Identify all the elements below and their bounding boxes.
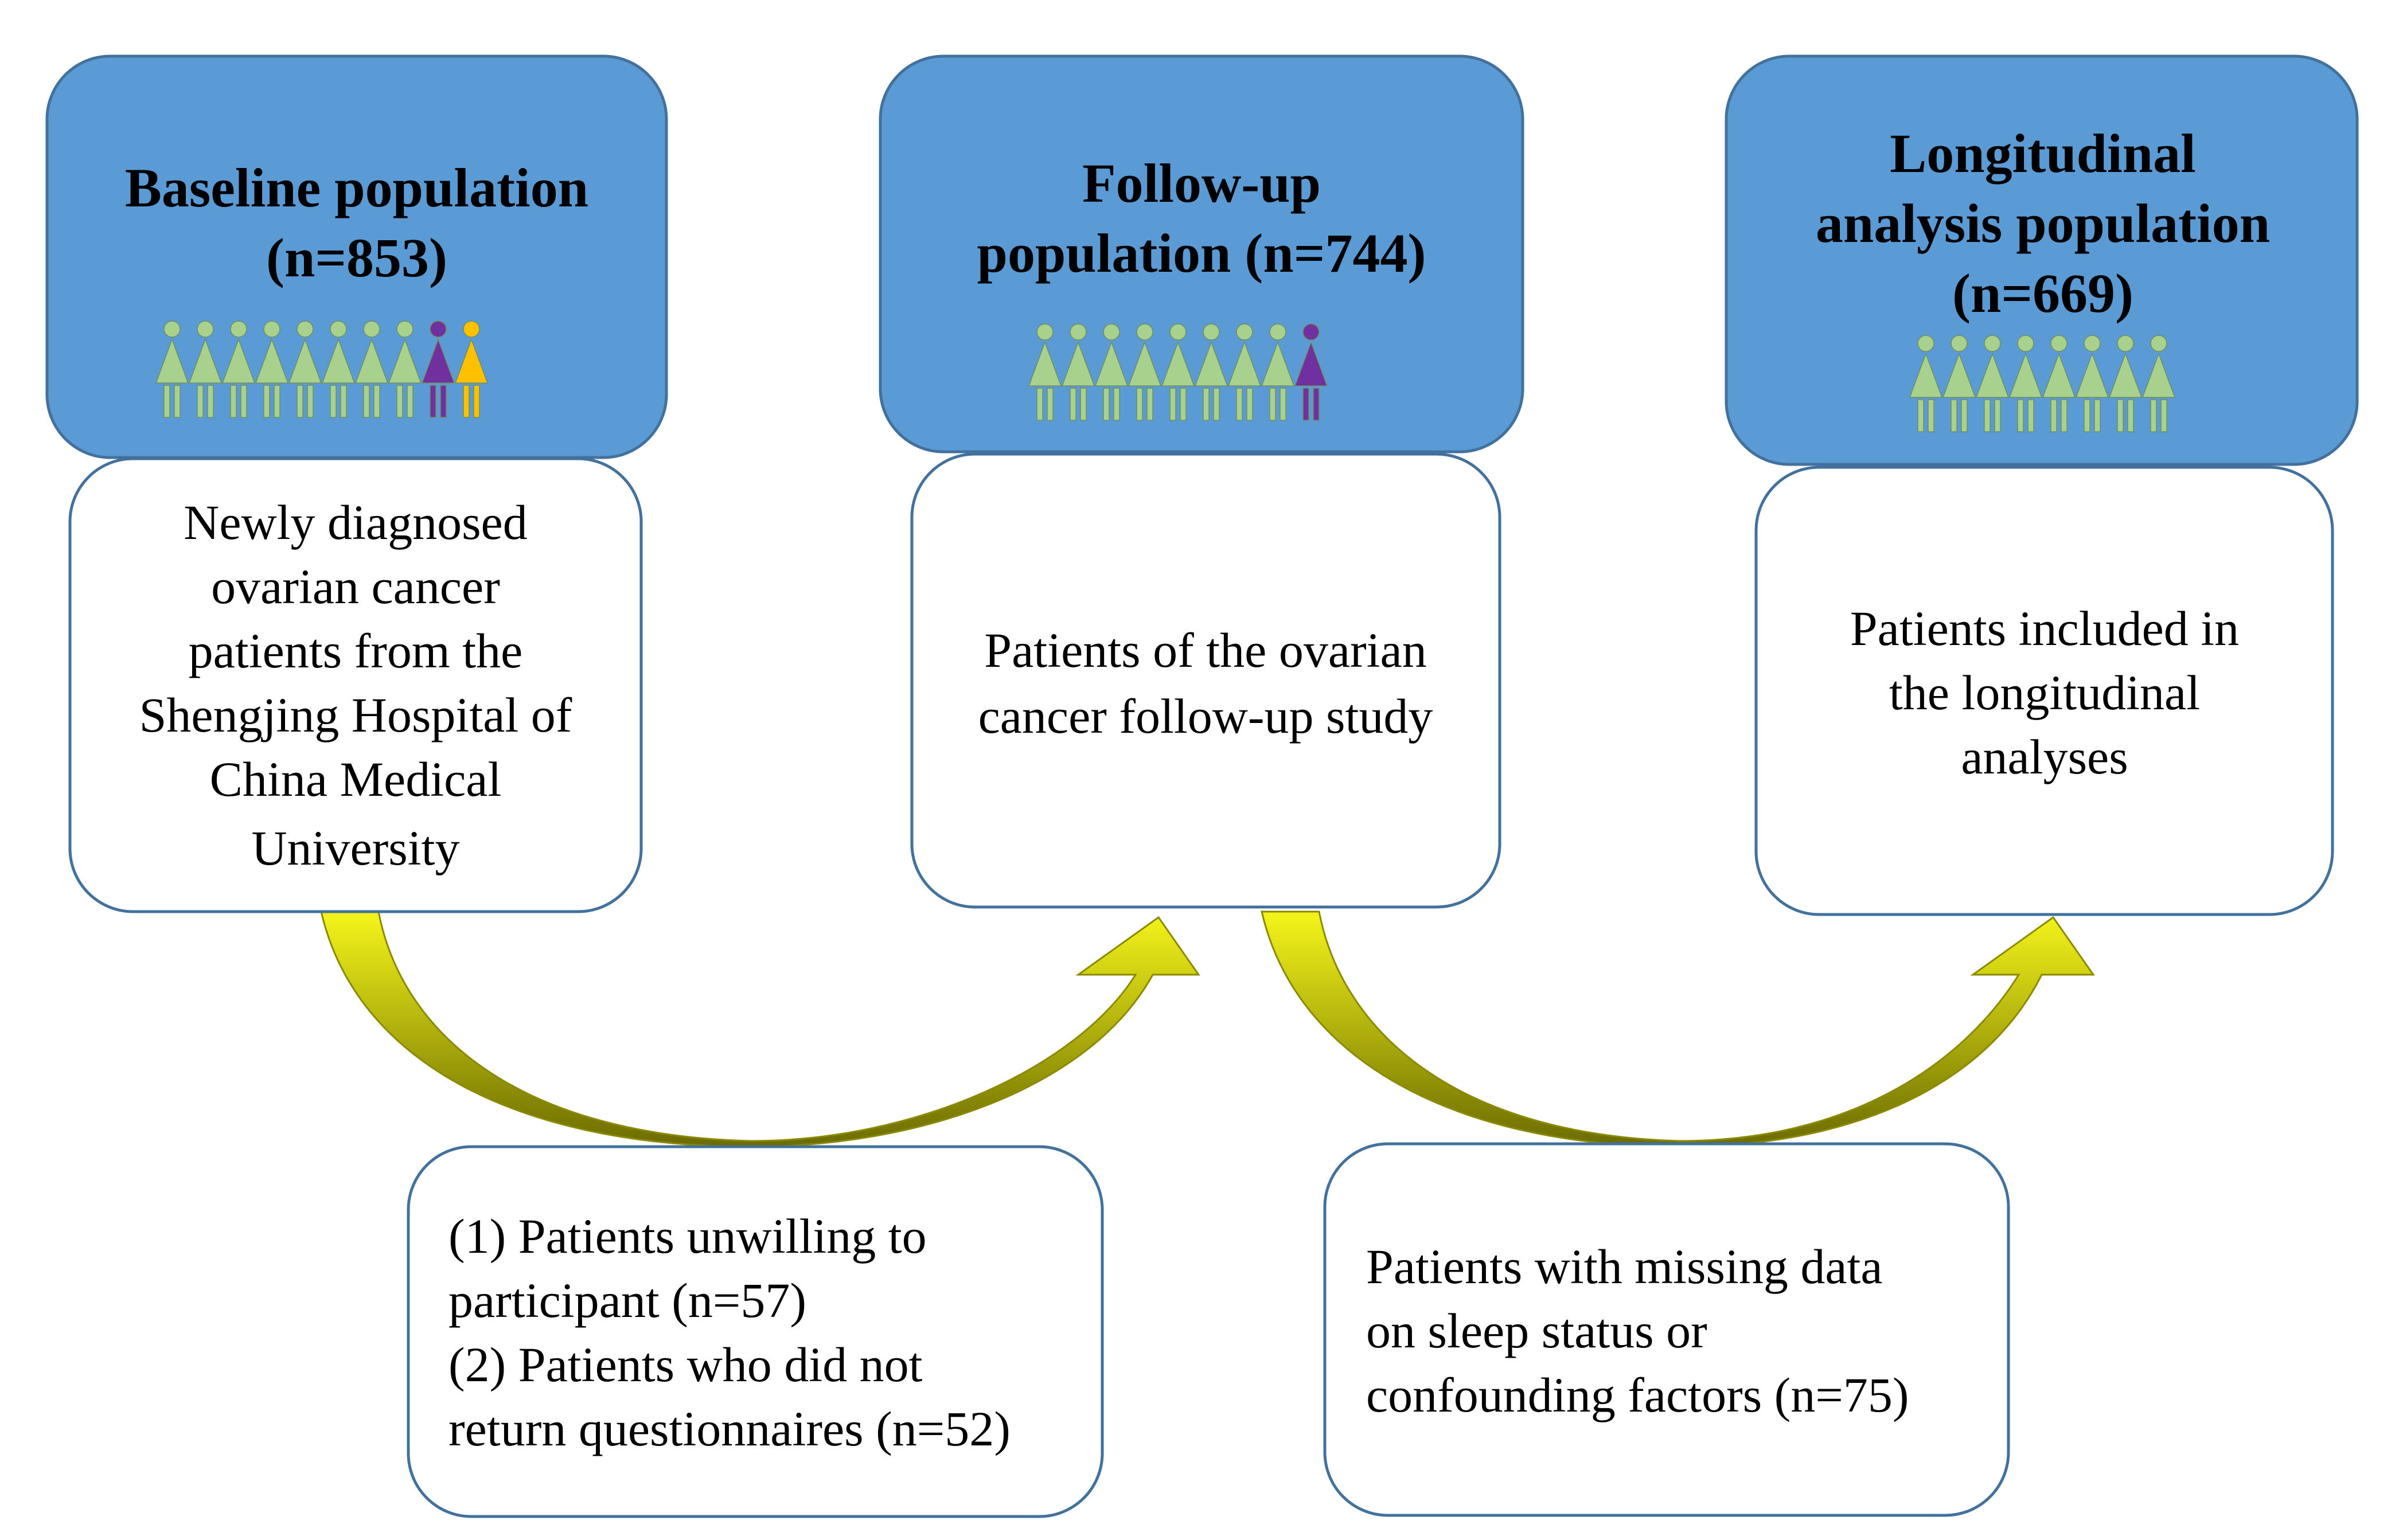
person-icon	[1128, 323, 1162, 421]
header-line: Follow-up	[1082, 153, 1321, 214]
exclusion-line: Patients with missing data	[1366, 1239, 1883, 1294]
person-icon	[454, 320, 489, 418]
person-icon	[1194, 323, 1228, 421]
flow-arrow-baseline-to-followup	[320, 910, 1200, 1148]
header-line: Longitudinal	[1890, 123, 2196, 184]
person-icon	[354, 320, 389, 418]
person-icon	[188, 320, 223, 418]
description-line: the longitudinal	[1889, 665, 2200, 720]
description-line: patients from the	[189, 623, 523, 678]
description-line: Patients of the ovarian	[984, 623, 1426, 678]
description-box	[910, 452, 1501, 909]
person-icon	[1227, 323, 1262, 421]
header-line: (n=853)	[266, 227, 447, 288]
person-icon	[388, 320, 422, 418]
person-icon	[2042, 335, 2076, 432]
description-line: Patients included in	[1850, 601, 2239, 656]
person-icon	[1061, 323, 1095, 421]
exclusion-box-2: Patients with missing data on sleep stat…	[1323, 1142, 2010, 1517]
description-line: ovarian cancer	[211, 559, 500, 614]
stage-longitudinal: Longitudinal analysis population (n=669)…	[1725, 54, 2359, 916]
exclusion-line: return questionnaires (n=52)	[448, 1401, 1011, 1456]
person-icon	[288, 320, 322, 418]
population-icons	[1028, 323, 1328, 421]
person-icon	[155, 320, 189, 418]
exclusion-line: confounding factors (n=75)	[1366, 1367, 1909, 1422]
person-icon	[2008, 335, 2043, 432]
exclusion-line: participant (n=57)	[448, 1273, 806, 1328]
description-box	[68, 457, 643, 913]
population-icons	[1909, 335, 2176, 432]
header-box	[1725, 54, 2359, 466]
description-box	[1754, 466, 2334, 916]
person-icon	[1942, 335, 1976, 432]
description-line: analyses	[1961, 729, 2128, 784]
description-line: Newly diagnosed	[184, 495, 527, 550]
person-icon	[1294, 323, 1328, 421]
header-line: Baseline population	[125, 157, 588, 218]
person-icon	[221, 320, 256, 418]
header-line: population (n=744)	[977, 222, 1426, 284]
stage-baseline: Baseline population (n=853) Newly diagno…	[45, 54, 668, 913]
description-line: China Medical	[210, 752, 502, 807]
exclusion-line: on sleep status or	[1366, 1303, 1707, 1358]
person-icon	[1261, 323, 1295, 421]
header-line: (n=669)	[1952, 263, 2133, 324]
person-icon	[1028, 323, 1062, 421]
exclusion-line: (1) Patients unwilling to	[448, 1209, 927, 1264]
exclusion-box	[1323, 1142, 2010, 1517]
person-icon	[321, 320, 356, 418]
description-line: University	[251, 820, 459, 875]
header-line: analysis population	[1816, 193, 2270, 254]
exclusion-box	[407, 1145, 1104, 1518]
person-icon	[255, 320, 289, 418]
person-icon	[2075, 335, 2109, 432]
person-icon	[1909, 335, 1943, 432]
description-line: Shengjing Hospital of	[139, 687, 572, 742]
person-icon	[2108, 335, 2143, 432]
stage-follow-up: Follow-up population (n=744) Patients of…	[879, 54, 1524, 909]
person-icon	[1094, 323, 1129, 421]
description-line: cancer follow-up study	[978, 689, 1433, 744]
person-icon	[2141, 335, 2176, 432]
flow-arrow-followup-to-longitudinal	[1261, 910, 2095, 1148]
person-icon	[421, 320, 455, 418]
person-icon	[1161, 323, 1195, 421]
person-icon	[1975, 335, 2010, 432]
population-icons	[155, 320, 489, 418]
exclusion-box-1: (1) Patients unwilling to participant (n…	[407, 1145, 1104, 1518]
exclusion-line: (2) Patients who did not	[448, 1337, 923, 1392]
